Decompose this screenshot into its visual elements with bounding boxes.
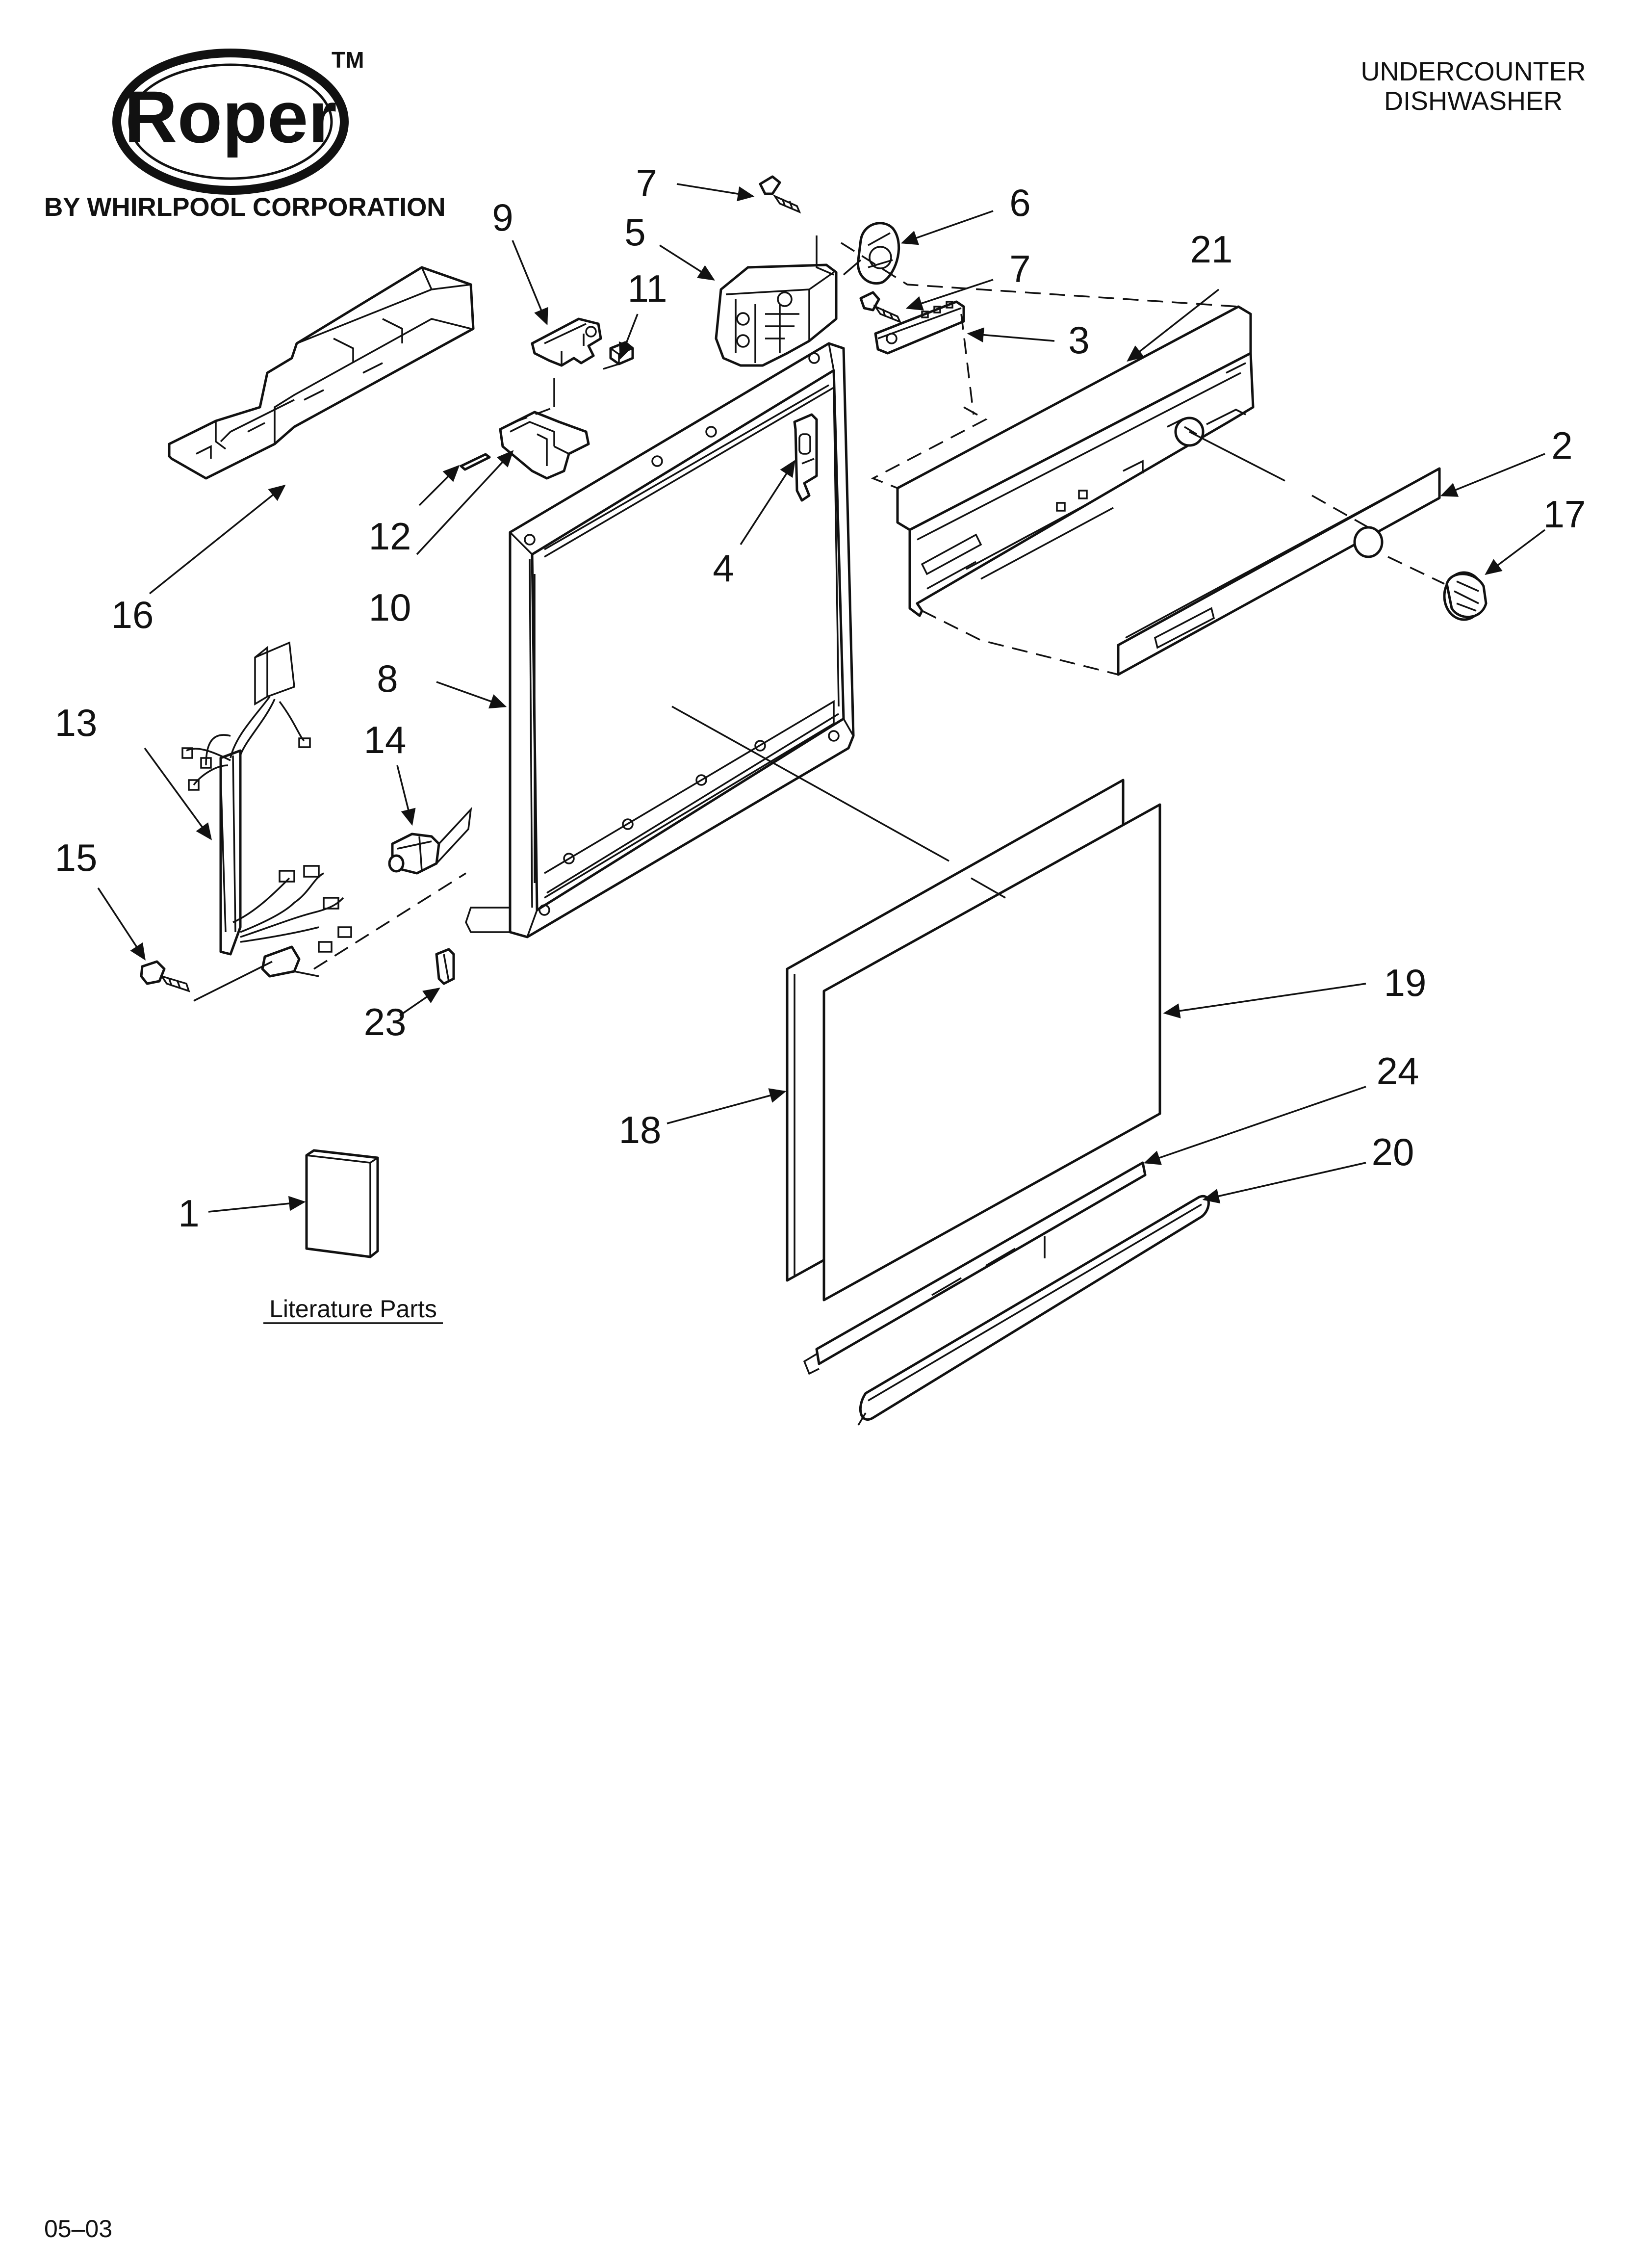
part-23-clip [435, 948, 455, 985]
literature-parts-label: Literature Parts [269, 1295, 437, 1323]
callout-7a: 7 [636, 161, 657, 205]
callout-17: 17 [1543, 493, 1586, 536]
callout-15: 15 [55, 836, 98, 879]
callout-6: 6 [1009, 181, 1030, 224]
callout-1: 1 [178, 1192, 199, 1235]
callout-12: 12 [369, 515, 411, 558]
callout-19: 19 [1384, 961, 1427, 1004]
title-line-2: DISHWASHER [1384, 86, 1563, 116]
logo-wordmark: Roper [124, 76, 336, 158]
part-3-bracket [874, 300, 965, 355]
title-line-1: UNDERCOUNTER [1361, 57, 1586, 86]
callout-7b: 7 [1009, 247, 1030, 290]
part-7-screw-lower [859, 291, 902, 324]
callout-23: 23 [364, 1000, 407, 1043]
footer-date-code: 05–03 [44, 2215, 112, 2242]
part-2-control-panel [1117, 467, 1441, 676]
part-7-screw-upper [759, 175, 801, 214]
brand-byline: BY WHIRLPOOL CORPORATION [44, 193, 446, 222]
part-14-door-switch [388, 807, 472, 875]
part-9-switch-bracket [531, 317, 602, 367]
callout-20: 20 [1372, 1130, 1414, 1173]
callout-21: 21 [1190, 228, 1233, 271]
trademark-symbol: TM [332, 47, 364, 73]
part-12-spacer [460, 453, 491, 471]
part-15-screw [140, 960, 190, 992]
part-5-timer [715, 235, 838, 367]
callout-10: 10 [369, 586, 411, 629]
callout-24: 24 [1377, 1049, 1419, 1093]
part-1-literature [305, 1149, 379, 1258]
callout-8: 8 [377, 657, 398, 700]
callout-14: 14 [364, 718, 407, 761]
callout-18: 18 [619, 1108, 662, 1151]
part-17-knob [1443, 571, 1488, 621]
callout-5: 5 [624, 210, 645, 254]
part-4-latch-strike [793, 413, 818, 502]
part-10-switch-housing [499, 411, 590, 480]
part-6-cam [857, 222, 900, 285]
part-19-door-panel-inner [822, 803, 1161, 1302]
callout-16: 16 [111, 593, 154, 636]
callout-9: 9 [492, 196, 513, 239]
part-13-wire-harness [181, 641, 352, 978]
callout-11: 11 [628, 267, 667, 310]
roper-logo: Roper TM [112, 47, 364, 195]
callout-4: 4 [713, 547, 734, 590]
part-16-vent [168, 266, 475, 480]
part-24-trim-strip [803, 1161, 1147, 1375]
callout-2: 2 [1551, 424, 1572, 467]
callout-13: 13 [55, 701, 98, 744]
callout-3: 3 [1068, 318, 1089, 362]
